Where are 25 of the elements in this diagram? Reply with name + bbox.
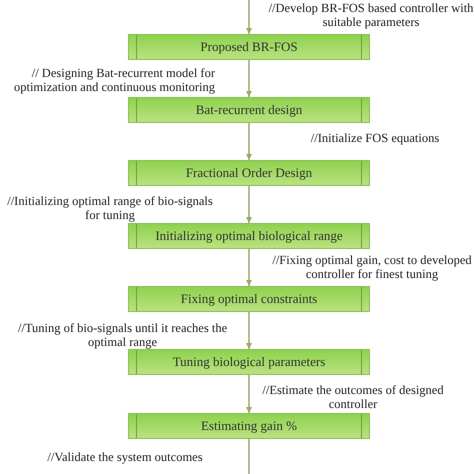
- arrow: [246, 312, 252, 349]
- edge-label: //Fixing optimal gain, cost to developed controller for finest tuning: [270, 253, 474, 281]
- step-label: Fixing optimal constraints: [180, 291, 318, 307]
- step-label: Fractional Order Design: [186, 165, 312, 181]
- arrow: [246, 60, 252, 97]
- process-box: [128, 97, 370, 123]
- arrow: [246, 123, 252, 160]
- step-label: Proposed BR-FOS: [200, 39, 298, 55]
- process-box: [128, 34, 370, 60]
- edge-label: //Tuning of bio-signals until it reaches the optimal range: [15, 321, 230, 349]
- edge-label: //Initializing optimal range of bio-signals for tuning: [5, 194, 215, 222]
- arrow: [246, 375, 252, 413]
- process-box: [128, 349, 370, 375]
- process-box: [128, 286, 370, 312]
- step-label: Initializing optimal biological range: [155, 228, 343, 244]
- arrow: [246, 186, 252, 223]
- arrow: [246, 0, 252, 34]
- arrow: [246, 249, 252, 286]
- process-box: [128, 223, 370, 249]
- process-box: [128, 413, 370, 439]
- step-label: Estimating gain %: [200, 418, 298, 434]
- step-label: Tuning biological parameters: [172, 354, 326, 370]
- edge-label: //Develop BR-FOS based controller with suitable parameters: [268, 1, 474, 29]
- step-label: Bat-recurrent design: [196, 102, 302, 118]
- process-box: [128, 160, 370, 186]
